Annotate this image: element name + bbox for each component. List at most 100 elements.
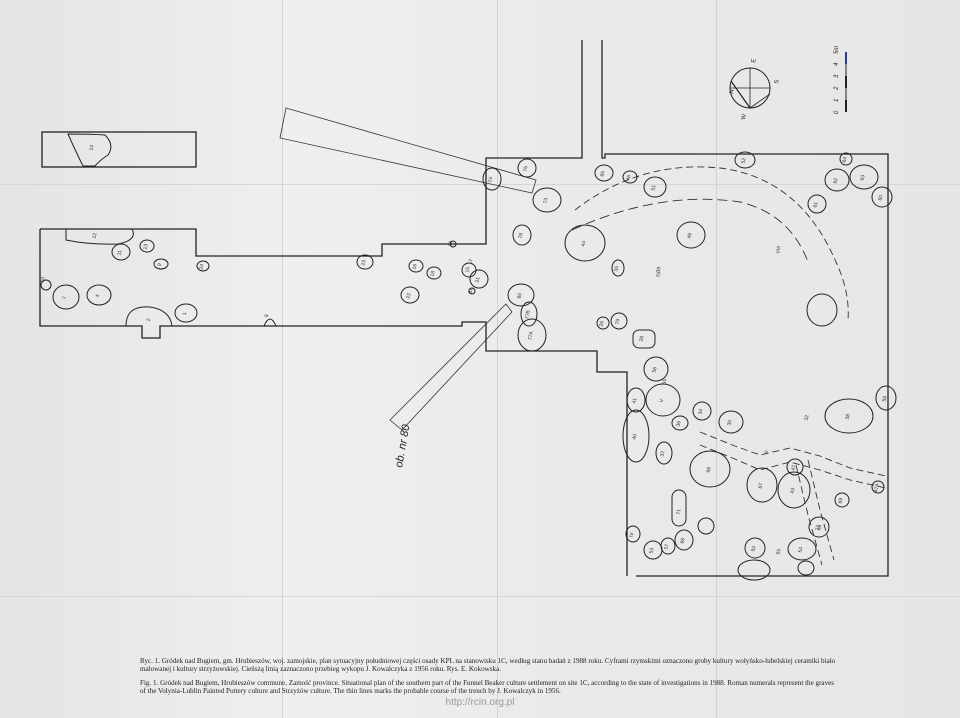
feature-54 — [660, 537, 676, 555]
feature-62 — [824, 168, 850, 192]
feature-label: 44 — [581, 240, 588, 247]
scale-tick-label: 0 — [834, 110, 840, 114]
feature-28 — [610, 312, 628, 330]
caption-english: Fig. 1. Gródek nad Bugiem, Hrubieszów co… — [140, 679, 835, 695]
feature-37 — [671, 415, 689, 431]
feature-ii — [655, 441, 673, 465]
feature-label: 23 — [361, 259, 368, 266]
feature-iv — [808, 516, 830, 538]
feature-label: 80 — [517, 292, 524, 299]
scale-tick-label: 4 — [834, 62, 840, 66]
feature-label: 70 — [656, 271, 663, 278]
feature-label: 68 — [680, 537, 687, 544]
feature-8 — [263, 318, 277, 327]
fold-line — [0, 184, 960, 185]
feature-label: 1 — [182, 312, 188, 316]
source-url[interactable]: http://rcin.org.pl — [445, 697, 515, 708]
feature-label: 10 — [40, 276, 47, 283]
feature-label: 55 — [662, 378, 669, 385]
feature-36 — [645, 383, 681, 417]
feature-65 — [594, 164, 614, 182]
feature-label: 22 — [406, 292, 413, 299]
feature-74 — [482, 167, 502, 191]
feature-label: 9 — [157, 263, 163, 267]
feature-22 — [400, 286, 420, 304]
feature-47 — [746, 467, 778, 503]
feature-label: 56 — [652, 366, 659, 373]
feature-label: 66 — [706, 466, 713, 473]
trench-outlines — [39, 40, 889, 577]
feature-label: II — [764, 450, 770, 454]
feature-72 — [786, 458, 804, 476]
feature-label: 72 — [815, 524, 822, 531]
feature-label: 50 — [751, 545, 758, 552]
feature-label: 69 — [838, 497, 845, 504]
feature-label: 16 — [412, 263, 419, 270]
feature-35 — [697, 517, 715, 535]
feature-77a — [517, 318, 547, 352]
feature-label: 74 — [488, 176, 495, 183]
feature-label: 38 — [845, 413, 852, 420]
feature-label: 18 — [430, 270, 437, 277]
feature-26 — [611, 259, 625, 277]
old-trench-1956 — [279, 107, 537, 431]
feature-44 — [564, 224, 606, 262]
feature-10 — [40, 279, 52, 291]
feature-9 — [153, 258, 169, 270]
feature-label: 48 — [687, 232, 694, 239]
scale-tick-label: 3 — [834, 74, 840, 78]
feature-32 — [718, 410, 744, 434]
feature-label: 73 — [543, 197, 550, 204]
feature-48b — [737, 559, 771, 581]
feature-12 — [65, 228, 134, 245]
trench-outline — [601, 40, 889, 577]
feature-66 — [824, 398, 874, 434]
feature-51 — [643, 176, 667, 198]
feature-81 — [468, 287, 476, 295]
feature-label: 62 — [833, 177, 840, 184]
feature-label: 61 — [813, 201, 820, 208]
compass-n: N — [729, 89, 736, 94]
feature-16 — [408, 259, 424, 273]
feature-label: 77B — [524, 309, 532, 319]
feature-79 — [596, 316, 610, 330]
feature-label: 47 — [791, 464, 798, 471]
feature-43 — [689, 450, 731, 488]
feature-label: 30 — [727, 419, 734, 426]
feature-24 — [196, 260, 210, 272]
feature-label: 58 — [882, 395, 889, 402]
feature-57 — [625, 525, 641, 543]
feature-68 — [834, 492, 850, 508]
feature-label: IV — [629, 531, 636, 537]
feature-label: 7 — [62, 296, 68, 300]
feature-76 — [517, 158, 537, 178]
trench-line — [795, 464, 823, 566]
fold-line — [0, 596, 960, 597]
feature-label: 36 — [676, 420, 683, 427]
feature-label: 2 — [146, 318, 152, 322]
feature-46 — [622, 170, 638, 184]
feature-52 — [734, 151, 756, 169]
feature-label: 57 — [664, 543, 671, 550]
fold-line — [716, 0, 717, 718]
feature-label: 41 — [632, 397, 639, 404]
feature-label: 54 — [798, 546, 805, 553]
feature-67 — [875, 385, 897, 411]
feature-69 — [871, 480, 885, 494]
scale-tick-label: 5m — [834, 46, 840, 54]
trench-line — [699, 431, 887, 477]
probable-trench-course — [571, 166, 887, 566]
feature-21 — [469, 269, 489, 289]
feature-70 — [797, 560, 815, 576]
ob-label: ob. nr 80 — [393, 423, 413, 469]
feature-30 — [692, 401, 712, 421]
fold-line — [497, 0, 498, 718]
feature-label: 55 — [776, 548, 783, 555]
feature-label: 4 — [95, 294, 101, 298]
feature-4 — [86, 284, 112, 306]
feature-label: 76 — [523, 165, 530, 172]
trench-outline — [40, 40, 583, 257]
feature-label: 81 — [468, 287, 475, 294]
feature-label: 47A — [873, 482, 881, 492]
